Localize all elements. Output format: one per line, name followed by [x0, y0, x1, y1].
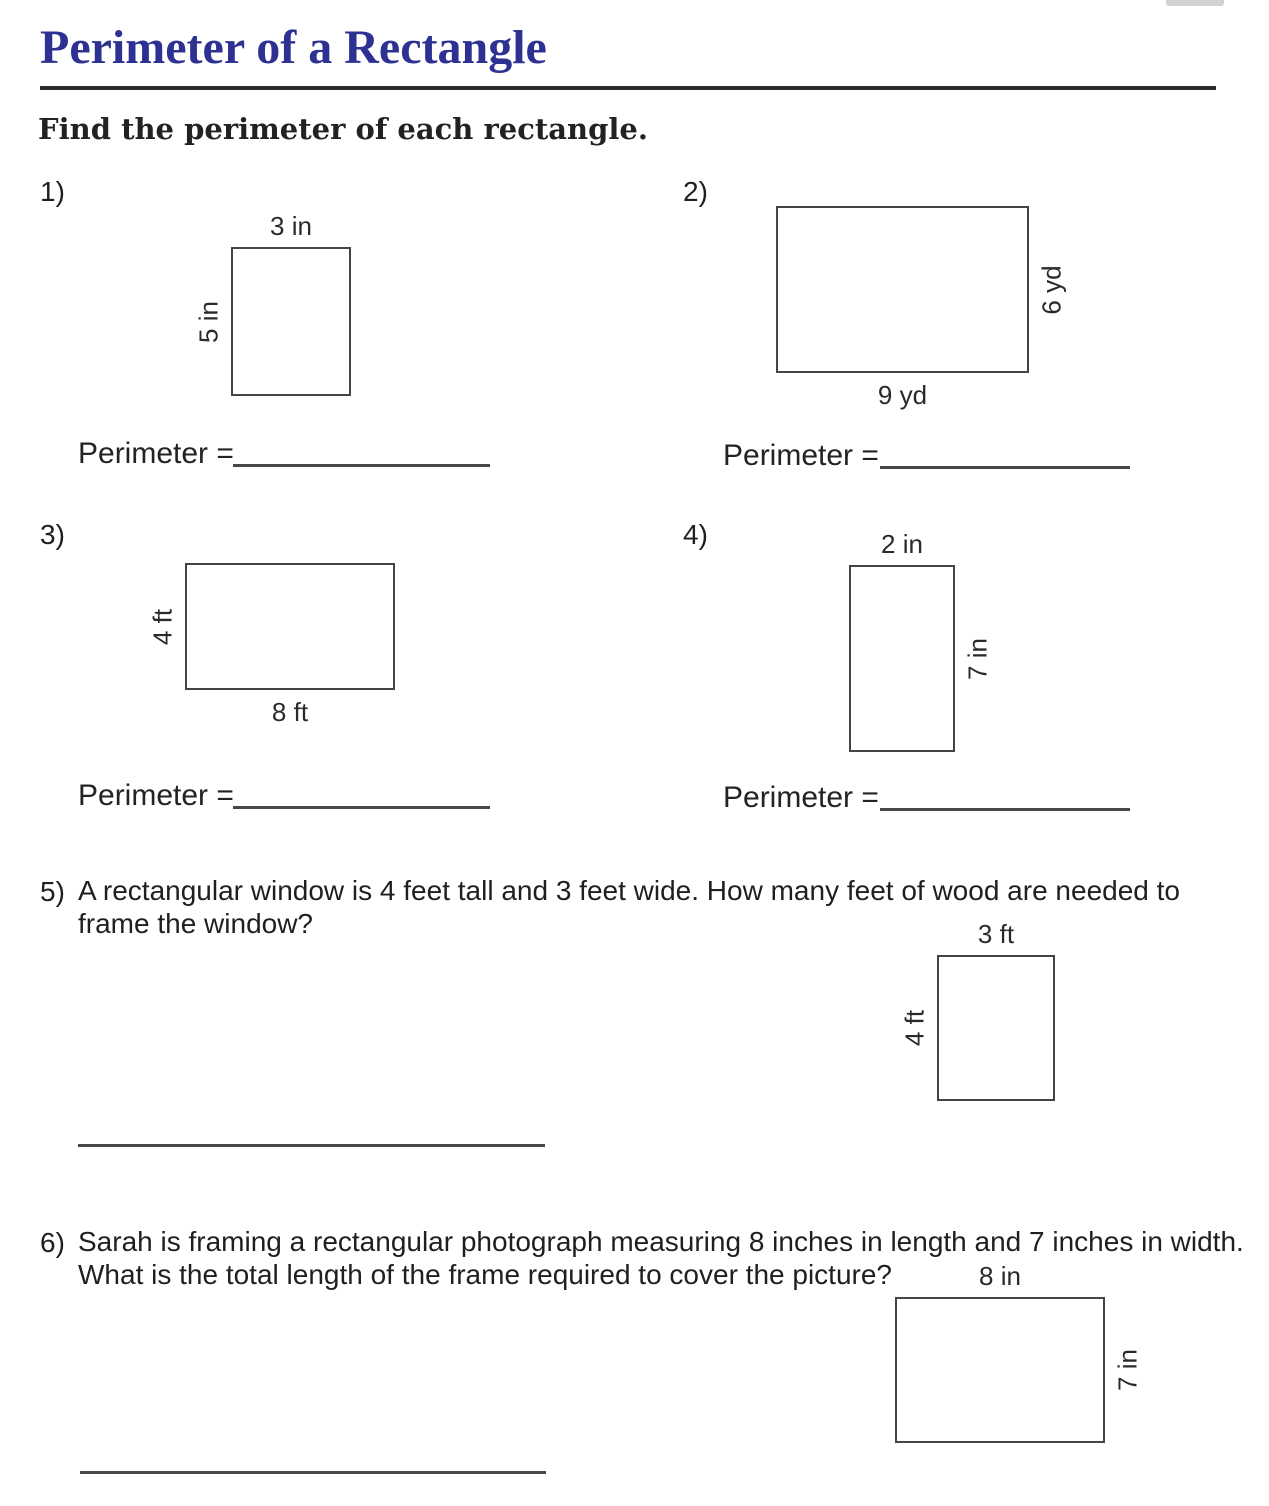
problem-6-number: 6) [40, 1227, 65, 1258]
problem-1-rectangle [231, 247, 351, 396]
instruction-text: Find the perimeter of each rectangle. [38, 112, 648, 146]
problem-5-text-line1: A rectangular window is 4 feet tall and … [78, 875, 1180, 906]
problem-5-number: 5) [40, 876, 65, 907]
problem-6-text-line2: What is the total length of the frame re… [78, 1259, 892, 1290]
problem-3-answer-line[interactable] [233, 806, 490, 809]
problem-6-text-line1: Sarah is framing a rectangular photograp… [78, 1226, 1244, 1257]
problem-2-figure: 9 yd 6 yd [776, 206, 1067, 410]
problem-3-height-label: 4 ft [147, 608, 178, 645]
problem-3-perimeter-label: Perimeter = [78, 779, 234, 812]
problem-1-perimeter-label: Perimeter = [78, 437, 234, 470]
problem-4-rectangle [849, 565, 955, 752]
problem-2-perimeter-label: Perimeter = [723, 439, 879, 472]
problem-3-figure: 8 ft 4 ft [148, 563, 395, 727]
problem-6-height-label: 7 in [1112, 1349, 1143, 1391]
title-divider [40, 86, 1216, 90]
problem-3-width-label: 8 ft [271, 697, 309, 727]
problem-6-figure: 8 in 7 in [895, 1261, 1143, 1443]
problem-4-width-label: 2 in [881, 529, 923, 559]
page-title: Perimeter of a Rectangle [40, 21, 547, 74]
problem-1-height-label: 5 in [193, 300, 224, 343]
problem-1-figure: 3 in 5 in [194, 211, 351, 396]
problem-6-rectangle [895, 1297, 1105, 1443]
problem-1-width-label: 3 in [270, 211, 312, 241]
screen-edge-artifact [1166, 0, 1224, 6]
problem-4-number: 4) [683, 519, 708, 550]
problem-1-answer-line[interactable] [233, 464, 490, 467]
problem-2-number: 2) [683, 176, 708, 207]
problem-5-height-label: 4 ft [899, 1009, 930, 1047]
problem-2-rectangle [776, 206, 1029, 373]
problem-5-answer-line[interactable] [78, 1144, 545, 1147]
problem-2-answer-line[interactable] [880, 466, 1130, 469]
problem-5-width-label: 3 ft [977, 919, 1015, 949]
problem-3-number: 3) [40, 519, 65, 550]
problem-6-width-label: 8 in [979, 1261, 1021, 1291]
problem-4-figure: 2 in 7 in [849, 529, 993, 752]
problem-2-width-label: 9 yd [877, 380, 928, 410]
problem-5-text-line2: frame the window? [78, 908, 314, 939]
problem-3-rectangle [185, 563, 395, 690]
problem-4-height-label: 7 in [962, 637, 993, 680]
problem-5-rectangle [937, 955, 1055, 1101]
problem-1-number: 1) [40, 176, 65, 207]
problem-2-height-label: 6 yd [1036, 264, 1067, 315]
problem-5-figure: 3 ft 4 ft [900, 919, 1055, 1101]
problem-4-answer-line[interactable] [880, 808, 1130, 811]
problem-6-answer-line[interactable] [80, 1471, 546, 1474]
problem-4-perimeter-label: Perimeter = [723, 781, 879, 814]
